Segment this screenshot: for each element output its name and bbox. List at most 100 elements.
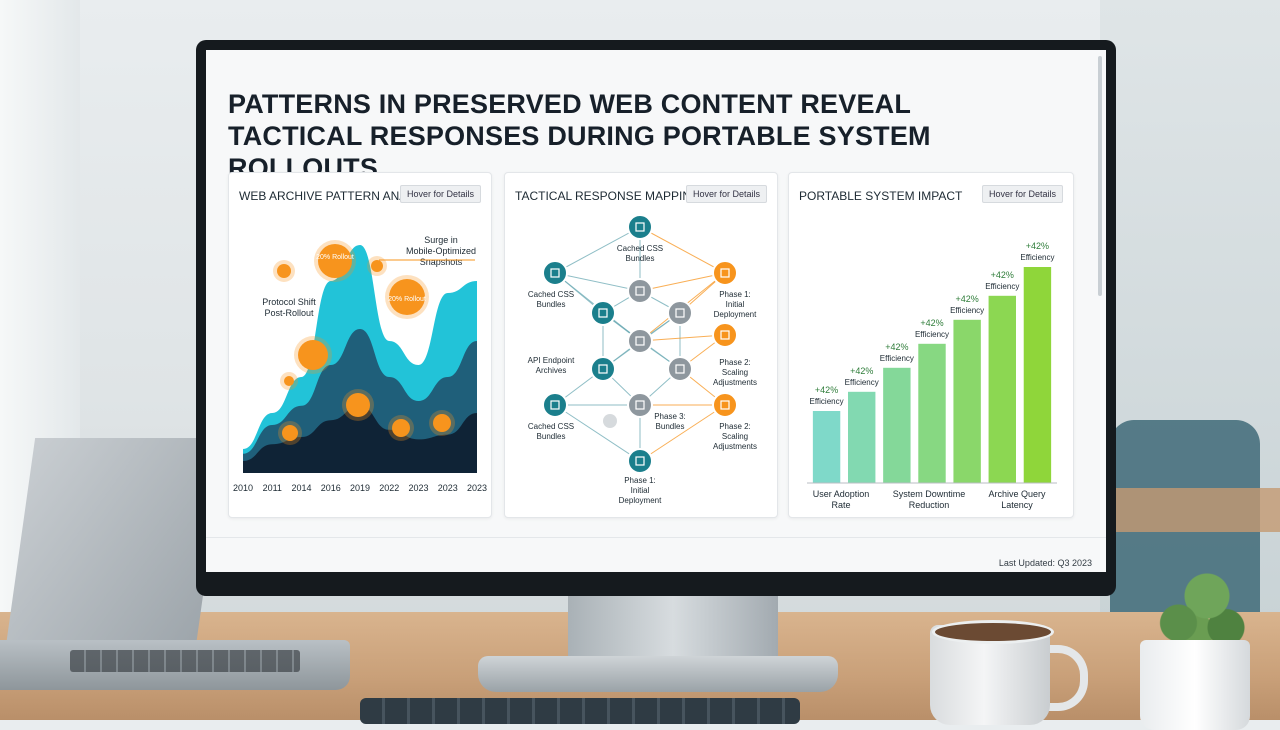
node-label: Cached CSS xyxy=(528,422,574,431)
x-tick-label: 2023 xyxy=(467,483,487,493)
highlight-marker xyxy=(284,376,294,386)
network-node xyxy=(667,356,693,382)
node-label: Adjustments xyxy=(713,378,757,387)
portable-system-panel: +42% Efficiency +42% Efficiency +42% Efficien… xyxy=(788,172,1074,518)
x-tick-label: 2016 xyxy=(321,483,341,493)
bar-data-sublabel: Efficiency xyxy=(810,397,844,406)
network-edge xyxy=(554,272,641,292)
highlight-marker xyxy=(389,279,425,315)
bar xyxy=(848,391,876,483)
laptop-keyboard xyxy=(70,650,300,672)
highlight-marker xyxy=(298,340,328,370)
network-node xyxy=(627,278,653,304)
hover-details-button[interactable]: Hover for Details xyxy=(399,185,481,203)
scrollbar[interactable] xyxy=(1098,56,1102,296)
x-category-label: Archive Query xyxy=(988,489,1046,499)
network-node xyxy=(627,214,653,240)
node-icon xyxy=(635,222,645,232)
bar-data-label: +42% xyxy=(815,385,838,395)
bar-data-label: +42% xyxy=(920,318,943,328)
bar-data-sublabel: Efficiency xyxy=(950,306,984,315)
hover-details-button[interactable]: Hover for Details xyxy=(981,185,1063,203)
network-node xyxy=(627,448,653,474)
x-category-label: Rate xyxy=(831,500,850,510)
bar-data-sublabel: Efficiency xyxy=(845,378,879,387)
network-edge xyxy=(554,226,641,274)
x-category-label: Latency xyxy=(1001,500,1033,510)
page-title: PATTERNS IN PRESERVED WEB CONTENT REVEAL… xyxy=(228,88,1088,184)
node-label: API Endpoint xyxy=(528,356,575,365)
network-edge xyxy=(554,404,641,462)
bar-data-label: +42% xyxy=(1026,241,1049,251)
bar-data-sublabel: Efficiency xyxy=(915,330,949,339)
hover-details-button[interactable]: Hover for Details xyxy=(685,185,767,203)
annotation-rollout: 20% Rollout xyxy=(316,254,354,261)
network-edge xyxy=(639,272,726,292)
x-tick-label: 2014 xyxy=(291,483,311,493)
network-node xyxy=(712,392,738,418)
network-node xyxy=(712,260,738,286)
node-label: Bundles xyxy=(626,254,655,263)
network-edge xyxy=(639,226,726,274)
mug-handle xyxy=(1040,645,1088,711)
node-label: Bundles xyxy=(656,422,685,431)
plant-leaves xyxy=(1150,560,1245,650)
network-edge xyxy=(639,334,726,342)
inactive-node xyxy=(603,414,617,428)
x-category-label: Reduction xyxy=(909,500,950,510)
node-label: Bundles xyxy=(537,432,566,441)
footer-divider xyxy=(206,537,1106,538)
node-label: Initial xyxy=(631,486,650,495)
network-node xyxy=(590,356,616,382)
monitor-stand-base xyxy=(478,656,838,692)
monitor-stand xyxy=(568,586,778,666)
node-icon xyxy=(635,400,645,410)
bar xyxy=(1023,267,1052,483)
bar-data-sublabel: Efficiency xyxy=(1020,253,1054,262)
network-node xyxy=(627,328,653,354)
network-edge xyxy=(639,404,726,462)
page-title-line-1: PATTERNS IN PRESERVED WEB CONTENT REVEAL xyxy=(228,89,912,119)
annotation-protocol-shift: Protocol Shift xyxy=(262,297,316,307)
bar xyxy=(883,367,911,483)
coffee-surface xyxy=(932,620,1054,644)
desk-keyboard xyxy=(360,698,800,724)
highlight-marker xyxy=(371,260,383,272)
page-title-line-2: TACTICAL RESPONSES DURING PORTABLE SYSTE… xyxy=(228,121,931,183)
highlight-marker xyxy=(282,425,298,441)
network-node xyxy=(542,260,568,286)
bar xyxy=(988,295,1016,483)
node-icon xyxy=(675,364,685,374)
network-node xyxy=(627,392,653,418)
bar-data-label: +42% xyxy=(850,366,873,376)
node-label: Cached CSS xyxy=(617,244,663,253)
node-icon xyxy=(720,268,730,278)
node-label: Adjustments xyxy=(713,442,757,451)
network-node xyxy=(667,300,693,326)
x-tick-label: 2023 xyxy=(438,483,458,493)
x-category-label: System Downtime xyxy=(893,489,966,499)
node-label: Scaling xyxy=(722,368,748,377)
node-label: Phase 1: xyxy=(624,476,656,485)
node-icon xyxy=(598,308,608,318)
panel-title: PORTABLE SYSTEM IMPACT xyxy=(799,189,963,203)
panel-title: WEB ARCHIVE PATTERN ANALYSIS xyxy=(239,189,441,203)
network-node xyxy=(542,392,568,418)
network-node xyxy=(712,322,738,348)
x-tick-label: 2010 xyxy=(233,483,253,493)
node-icon xyxy=(720,330,730,340)
annotation-rollout: 20% Rollout xyxy=(388,296,426,303)
node-icon xyxy=(720,400,730,410)
last-updated: Last Updated: Q3 2023 xyxy=(998,558,1092,568)
bar-data-label: +42% xyxy=(991,270,1014,280)
bar xyxy=(953,319,981,483)
annotation-surge: Mobile-Optimized xyxy=(406,246,476,256)
x-category-label: User Adoption xyxy=(813,489,870,499)
node-icon xyxy=(635,456,645,466)
node-label: Phase 2: xyxy=(719,422,751,431)
node-label: Scaling xyxy=(722,432,748,441)
network-node xyxy=(590,300,616,326)
